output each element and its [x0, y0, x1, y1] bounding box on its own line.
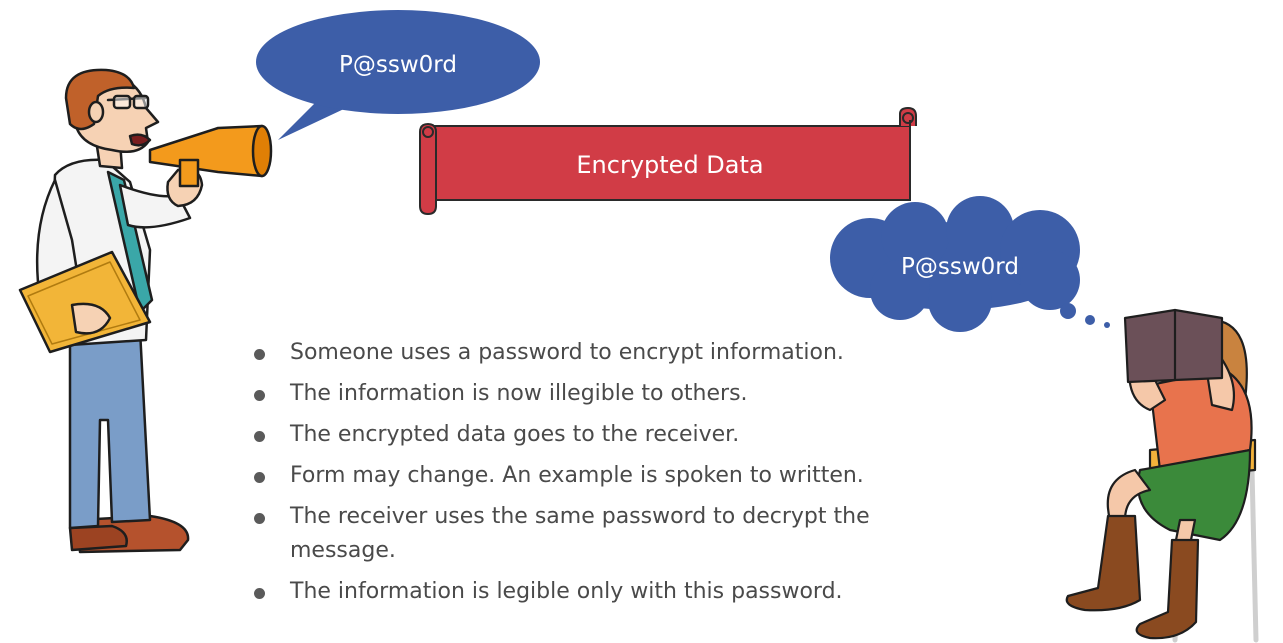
bullet-item: The encrypted data goes to the receiver.: [250, 418, 930, 452]
encrypted-data-banner: Encrypted Data: [419, 106, 917, 216]
bullet-item: The information is legible only with thi…: [250, 575, 930, 609]
banner-text: Encrypted Data: [576, 151, 763, 179]
woman-reading-book-icon: [1065, 308, 1259, 643]
bullet-list: Someone uses a password to encrypt infor…: [250, 336, 930, 616]
bullet-item: The information is now illegible to othe…: [250, 377, 930, 411]
man-with-megaphone-icon: [18, 68, 273, 554]
receiver-thought-text: P@ssw0rd: [901, 254, 1019, 280]
bullet-item: Someone uses a password to encrypt infor…: [250, 336, 930, 370]
thought-dot-small: [1104, 322, 1110, 328]
thought-dot-large: [1060, 303, 1076, 319]
thought-dot-medium: [1085, 315, 1095, 325]
sender-bubble-text: P@ssw0rd: [339, 52, 457, 78]
bullet-item: The receiver uses the same password to d…: [250, 500, 930, 568]
sender-speech-bubble: P@ssw0rd: [256, 10, 540, 140]
bullet-item: Form may change. An example is spoken to…: [250, 459, 930, 493]
receiver-thought-cloud: P@ssw0rd: [830, 196, 1110, 332]
